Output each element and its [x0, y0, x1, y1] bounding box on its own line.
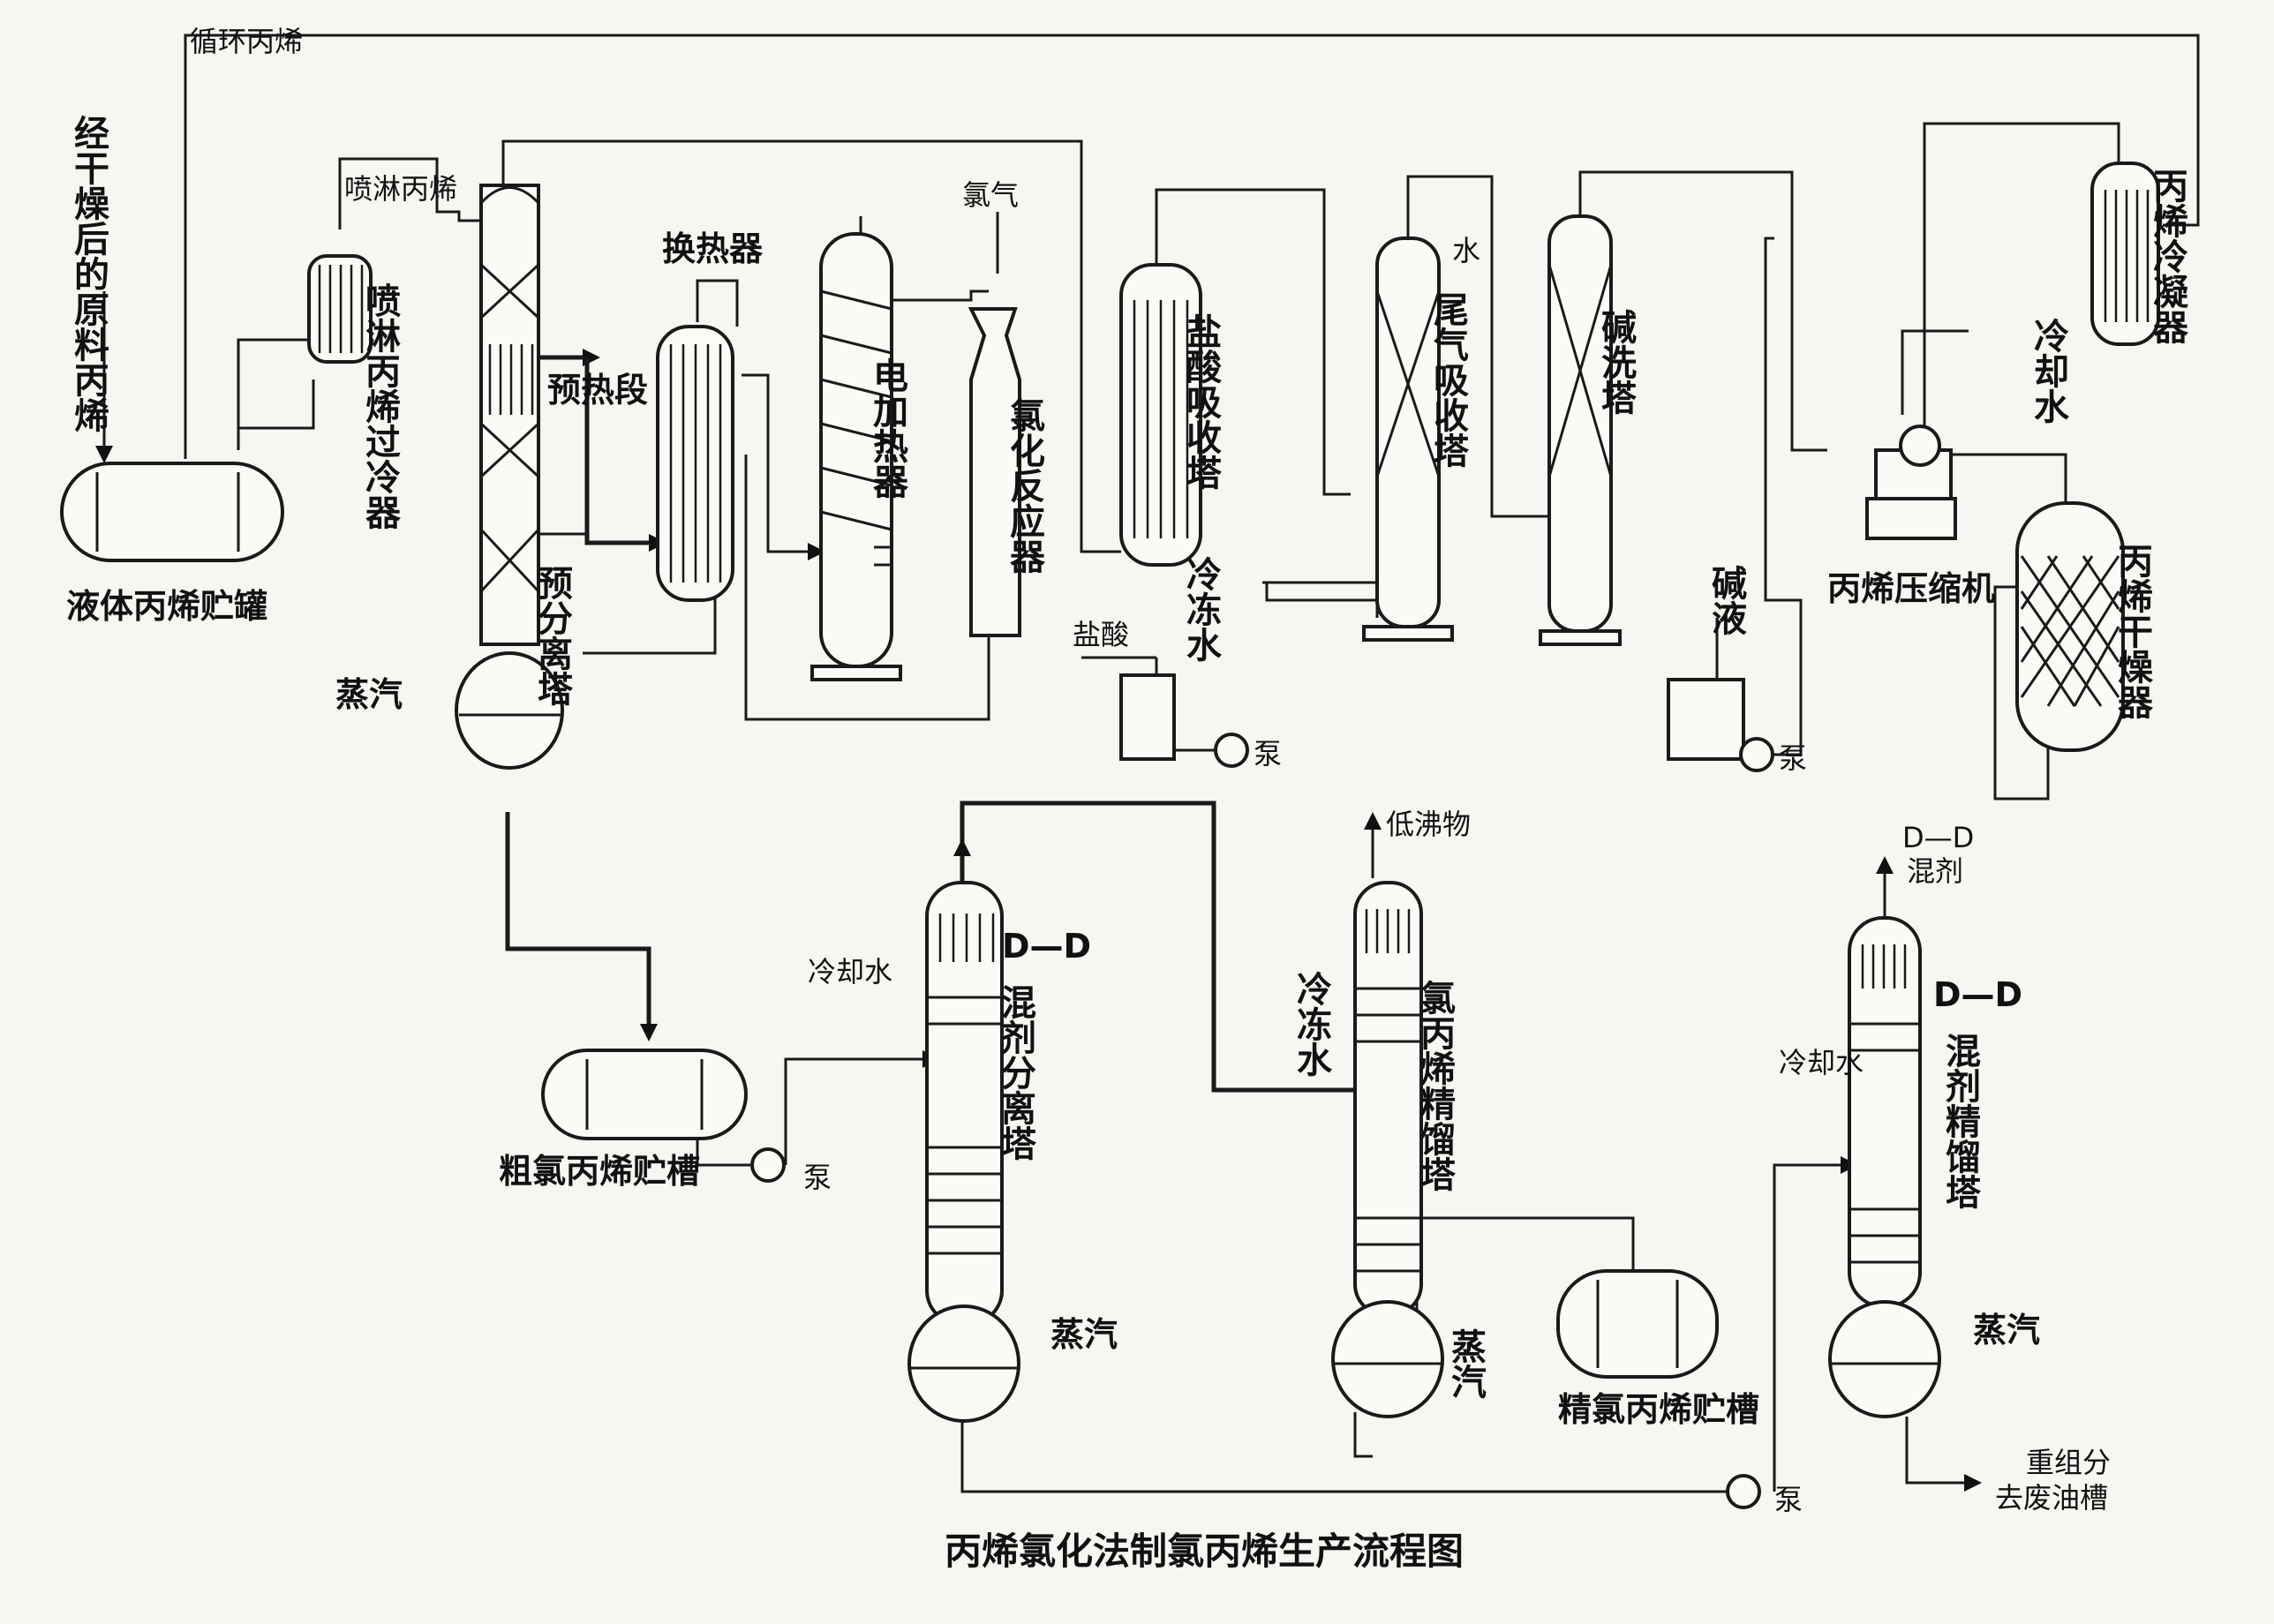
propylene-dryer: [2015, 501, 2125, 752]
steam-label-1: 蒸汽: [335, 675, 403, 714]
compressor-label: 丙烯压缩机: [1827, 569, 1995, 608]
hcl-absorber: [1119, 263, 1202, 761]
spray-propylene-label: 喷淋丙烯: [344, 172, 457, 206]
dryer-label: 丙烯干燥器: [2112, 543, 2153, 719]
electric-heater: [810, 232, 902, 681]
liquid-propylene-tank: [60, 462, 284, 562]
dd-separator-label: 混剂分离塔: [995, 984, 1036, 1161]
propylene-compressor: [1865, 425, 1957, 540]
steam-label-2: 蒸汽: [1050, 1315, 1118, 1354]
dd-out-label-1: D—D: [1902, 821, 1974, 854]
dd-label-2: D—D: [1933, 975, 2022, 1014]
frozen-water-label-2: 冷冻水: [1291, 971, 1332, 1077]
recycle-propylene-label: 循环丙烯: [190, 25, 303, 58]
water-label: 水: [1452, 234, 1480, 267]
dd-rectifier-column: [1828, 916, 1941, 1418]
electric-heater-label: 电加热器: [867, 357, 908, 499]
subcooler-label: 喷淋丙烯过冷器: [359, 282, 401, 530]
alkali-label: 碱液: [1706, 565, 1747, 635]
chlorine-label: 氯气: [962, 178, 1019, 212]
crude-allyl-chloride-tank: [541, 1049, 748, 1140]
pump-symbols: [750, 733, 1774, 1509]
preseparator-label: 预分离塔: [531, 565, 573, 706]
chlorination-reactor: [968, 307, 1021, 637]
tail-absorber-label: 尾气吸收塔: [1427, 291, 1469, 468]
dd-rectifier-label: 混剂精馏塔: [1939, 1033, 1981, 1209]
propylene-condenser: [2090, 162, 2160, 346]
heat-exchanger-label: 换热器: [662, 229, 764, 268]
frozen-water-label-1: 冷冻水: [1180, 556, 1222, 662]
pure-tank-label: 精氯丙烯贮槽: [1558, 1390, 1759, 1429]
pump-label-4: 泵: [1774, 1483, 1803, 1516]
allyl-chloride-rectifier: [1331, 881, 1444, 1418]
heavy-label-2: 去废油槽: [1995, 1481, 2108, 1515]
condenser-label: 丙烯冷凝器: [2147, 168, 2188, 344]
cooling-water-label-3: 冷却水: [1779, 1046, 1864, 1079]
steam-label-4: 蒸汽: [1973, 1311, 2040, 1350]
pre-separator-column: [455, 184, 564, 770]
tail-gas-absorber: [1362, 237, 1454, 642]
pure-allyl-chloride-tank: [1556, 1269, 1719, 1379]
preheat-label: 预热段: [547, 371, 648, 410]
dd-out-label-2: 混剂: [1907, 854, 1963, 888]
pump-label-3: 泵: [803, 1161, 832, 1194]
rectifier-label: 氯丙烯精馏塔: [1414, 980, 1456, 1192]
heavy-label-1: 重组分: [2026, 1446, 2111, 1479]
pump-label-2: 泵: [1779, 741, 1807, 775]
dd-label-1: D—D: [1002, 927, 1091, 966]
heat-exchanger: [656, 325, 734, 602]
dd-separator-column: [907, 881, 1020, 1423]
caustic-wash-tower: [1539, 214, 1745, 761]
steam-label-3: 蒸汽: [1445, 1328, 1487, 1399]
cooling-water-label-2: 冷却水: [808, 955, 892, 989]
labels: 循环丙烯 经干燥后的原料丙烯 喷淋丙烯 喷淋丙烯过冷器 液体丙烯贮罐 预热段 预…: [66, 25, 2188, 1573]
hcl-absorber-label: 盐酸吸收塔: [1180, 313, 1222, 490]
spray-propylene-subcooler: [307, 254, 373, 364]
liquid-tank-label: 液体丙烯贮罐: [66, 587, 267, 626]
raw-propylene-label: 经干燥后的原料丙烯: [68, 115, 109, 432]
cooling-water-label-1: 冷却水: [2028, 318, 2069, 424]
pump-label-1: 泵: [1254, 737, 1282, 771]
low-boilers-label: 低沸物: [1386, 808, 1471, 841]
hcl-out-label: 盐酸: [1073, 618, 1129, 651]
reactor-label: 氯化反应器: [1004, 397, 1045, 574]
caustic-wash-label: 碱洗塔: [1595, 309, 1637, 415]
crude-tank-label: 粗氯丙烯贮槽: [499, 1152, 700, 1191]
figure-caption: 丙烯氯化法制氯丙烯生产流程图: [945, 1530, 1464, 1573]
